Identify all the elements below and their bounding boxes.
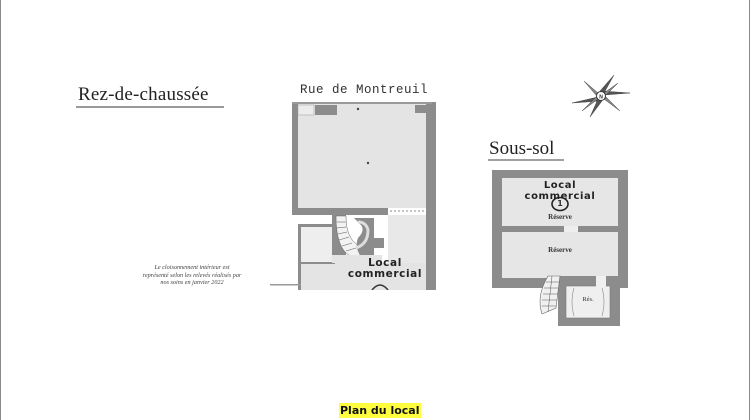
basement-title-underline: [488, 159, 564, 161]
ground-floor-title-underline: [76, 106, 224, 108]
room-reserve-upper: Réserve: [548, 213, 572, 221]
note-line1: Le cloisonnement intérieur est: [154, 264, 230, 271]
lot-number: 1: [557, 199, 563, 208]
page-caption: Plan du local: [339, 403, 421, 418]
room-reserve-lower: Réserve: [548, 246, 572, 254]
room-label-line1: Local: [543, 180, 577, 191]
room-label-line2: commercial: [347, 268, 423, 280]
page-border-left: [0, 0, 1, 420]
survey-note: Le cloisonnement intérieur est représent…: [122, 264, 262, 287]
note-line3: nos soins en janvier 2022: [160, 279, 224, 286]
compass-rose-icon: N: [571, 74, 631, 118]
room-label-line1: Local: [368, 257, 402, 269]
ground-floor-room-label: Local commercial: [340, 258, 430, 280]
basement-title: Sous-sol: [489, 138, 555, 159]
basement-plan: Local commercial 1 Réserve Réserve Rés.: [490, 168, 630, 328]
room-reserve-small: Rés.: [582, 296, 594, 303]
room-label-line2: commercial: [524, 191, 596, 202]
ground-floor-title: Rez-de-chaussée: [78, 84, 209, 105]
note-line2: représenté selon les relevés réalisés pa…: [142, 271, 242, 279]
street-name: Rue de Montreuil: [300, 83, 429, 97]
svg-text:N: N: [599, 95, 603, 101]
ground-floor-plan: Local commercial: [270, 98, 450, 290]
basement-room-label: Local commercial: [510, 180, 610, 202]
